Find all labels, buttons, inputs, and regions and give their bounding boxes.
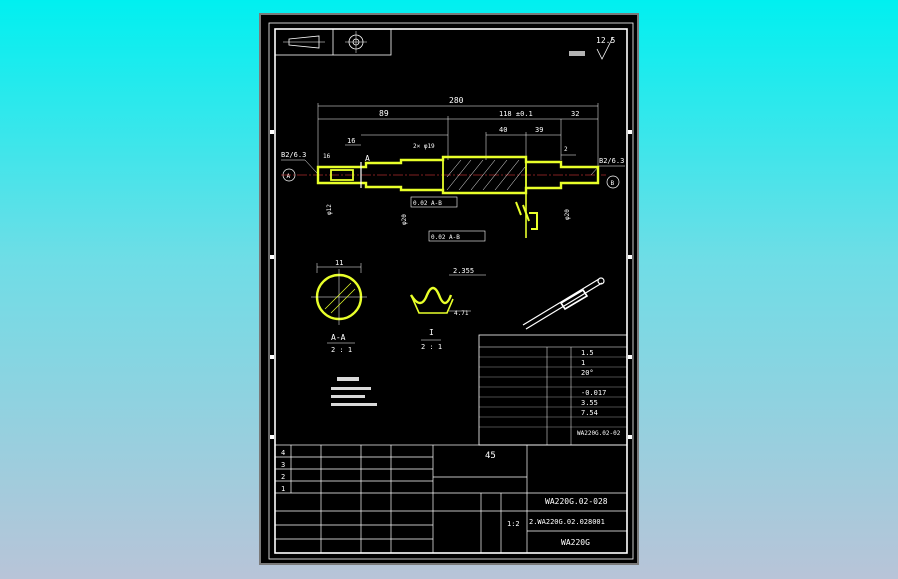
cad-drawing: 12.5 280 89 118 ±0.1 32 40 39 16 2× φ19 … [268, 22, 634, 560]
svg-text:1.5: 1.5 [581, 349, 594, 357]
svg-text:4.71: 4.71 [454, 310, 469, 317]
svg-text:2.355: 2.355 [453, 267, 474, 275]
title-block [274, 444, 628, 554]
technical-notes [331, 377, 377, 406]
svg-text:B2/6.3: B2/6.3 [599, 157, 624, 165]
svg-text:0.02 A-B: 0.02 A-B [413, 200, 442, 207]
dim-spline-len: 40 [499, 126, 507, 134]
svg-text:B: B [611, 180, 615, 187]
dim-overall: 280 [449, 96, 464, 105]
drawing-number-2: 2.WA220G.02.028001 [529, 518, 605, 526]
svg-text:A: A [365, 154, 370, 163]
dim-right-dia: φ20 [564, 209, 571, 220]
tolerance-frame-1: 0.02 A-B [410, 196, 458, 208]
svg-text:3.55: 3.55 [581, 399, 598, 407]
rev-row-1: 1 [281, 485, 285, 493]
svg-text:7.54: 7.54 [581, 409, 598, 417]
parameter-table: 1.5 1 20° -0.017 3.55 7.54 WA220G.02-02 [478, 334, 628, 446]
inner-frame [274, 28, 628, 554]
rev-row-4: 4 [281, 449, 285, 457]
dim-center-dia: φ20 [401, 214, 408, 225]
isometric-shaft-view [522, 277, 605, 330]
section-view-aa: 11 A-A 2 : 1 [311, 259, 367, 354]
svg-text:A: A [287, 173, 291, 180]
zone-markers [270, 130, 632, 439]
dim-right-end: 32 [571, 110, 579, 118]
dim-left-dia: φ12 [326, 204, 333, 215]
svg-text:1: 1 [581, 359, 585, 367]
scale-value: 1:2 [507, 520, 520, 528]
rev-row-2: 2 [281, 473, 285, 481]
svg-text:0.02 A-B: 0.02 A-B [431, 234, 460, 241]
svg-text:A-A: A-A [331, 333, 346, 342]
dim-chamfer: 2× φ19 [413, 143, 435, 150]
svg-text:B2/6.3: B2/6.3 [281, 151, 306, 159]
dim-left-seg: 89 [379, 109, 389, 118]
svg-text:I: I [429, 328, 434, 337]
dim-center-seg: 118 ±0.1 [499, 110, 533, 118]
svg-text:20°: 20° [581, 369, 594, 377]
product-name: WA220G [561, 538, 590, 547]
dim-step: 2 [564, 146, 568, 153]
detail-view-i: 2.355 4.71 I 2 : 1 [409, 267, 486, 351]
dim-right-mid: 39 [535, 126, 543, 134]
roughness-value: 12.5 [596, 36, 615, 45]
dim-keyway-len: 16 [347, 137, 355, 145]
surface-roughness-symbol: 12.5 [569, 36, 615, 60]
tolerance-frame-2: 0.02 A-B [428, 230, 486, 242]
dimension-lines [317, 103, 599, 175]
outer-frame [268, 22, 634, 560]
svg-text:-0.017: -0.017 [581, 389, 606, 397]
spline-hatch [446, 159, 526, 191]
center-hole-left: B2/6.3 A [281, 151, 318, 182]
svg-text:WA220G.02-02: WA220G.02-02 [577, 430, 621, 437]
svg-text:2 : 1: 2 : 1 [421, 343, 442, 351]
shaft-profile [316, 155, 600, 238]
svg-text:2 : 1: 2 : 1 [331, 346, 352, 354]
section-mark-a: A [360, 154, 370, 188]
projection-symbol [274, 28, 392, 56]
drawing-number: WA220G.02-028 [545, 497, 608, 506]
svg-text:11: 11 [335, 259, 343, 267]
material-value: 45 [485, 451, 496, 461]
drawing-sheet: 12.5 280 89 118 ±0.1 32 40 39 16 2× φ19 … [259, 13, 639, 565]
dim-shoulder: 16 [323, 153, 331, 160]
rev-row-3: 3 [281, 461, 285, 469]
